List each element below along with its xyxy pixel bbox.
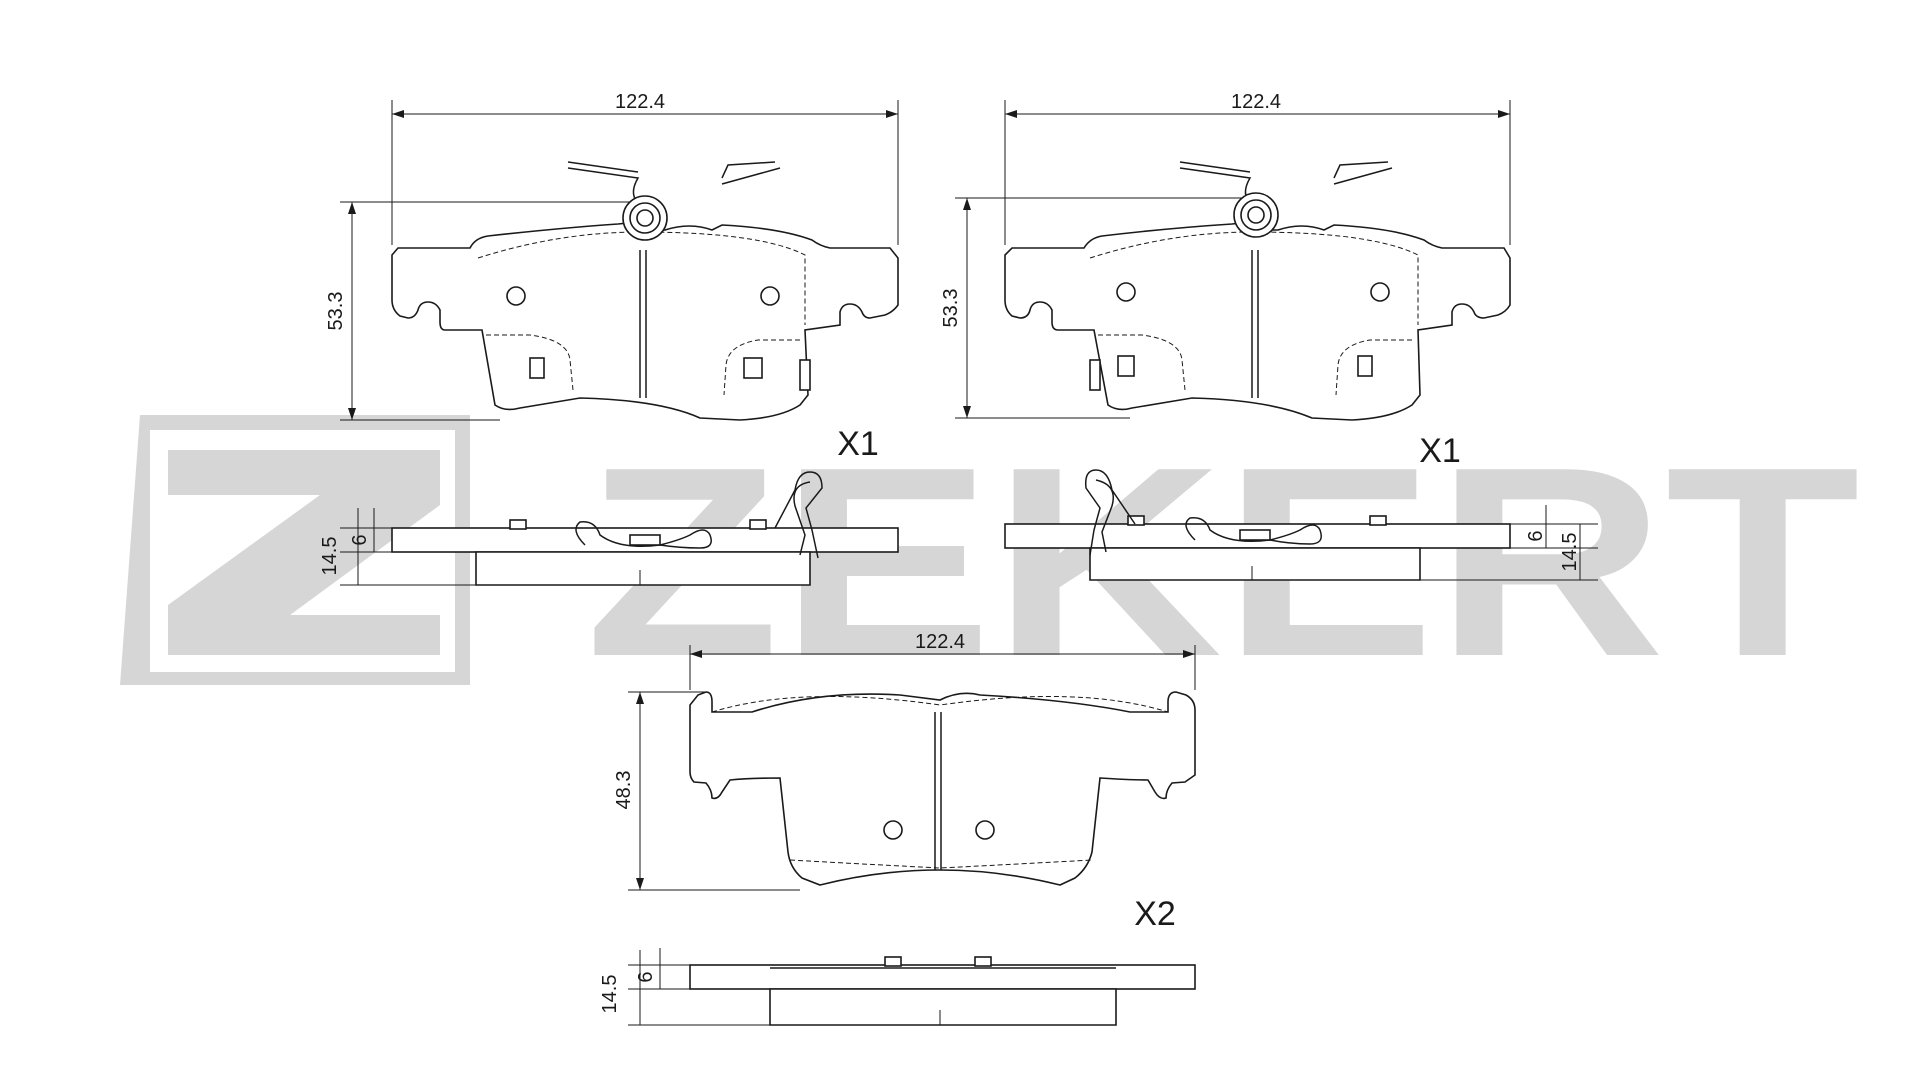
pad-x2-front-view: 122.4 48.3 xyxy=(613,631,1196,891)
side-spring xyxy=(1084,469,1136,556)
thickness-dimension: 14.5 xyxy=(319,537,341,576)
height-dimension: 53.3 xyxy=(325,292,347,331)
backplate-outline xyxy=(391,221,899,421)
pad-x1-left-front-view: 122.4 53.3 xyxy=(325,91,899,421)
side-spring xyxy=(774,471,823,559)
height-dimension: 48.3 xyxy=(613,771,635,810)
quantity-label-x2: X2 xyxy=(1134,895,1176,933)
zekert-logo-icon xyxy=(120,415,470,685)
backplate-dimension: 6 xyxy=(349,534,371,545)
thickness-dimension: 14.5 xyxy=(1559,533,1581,572)
backplate-outline xyxy=(689,691,1196,886)
width-dimension: 122.4 xyxy=(915,631,965,653)
backplate-dimension: 6 xyxy=(635,971,657,982)
pad-x1-right-front-view: 122.4 53.3 xyxy=(940,91,1511,421)
width-dimension: 122.4 xyxy=(615,91,665,113)
width-dimension: 122.4 xyxy=(1231,91,1281,113)
backplate-dimension: 6 xyxy=(1525,530,1547,541)
zekert-watermark: ZEKERT xyxy=(120,412,1860,713)
height-dimension: 53.3 xyxy=(940,289,962,328)
spring-clip xyxy=(1179,161,1393,206)
pad-x1-left-side-view: 14.5 6 xyxy=(319,471,899,586)
pad-x2-side-view: 14.5 6 xyxy=(599,948,1196,1026)
quantity-label-left: X1 xyxy=(837,425,879,463)
pad-x1-right-side-view: 6 14.5 xyxy=(1004,469,1598,581)
thickness-dimension: 14.5 xyxy=(599,975,621,1014)
quantity-label-right: X1 xyxy=(1419,432,1461,470)
spring-clip xyxy=(567,161,781,206)
